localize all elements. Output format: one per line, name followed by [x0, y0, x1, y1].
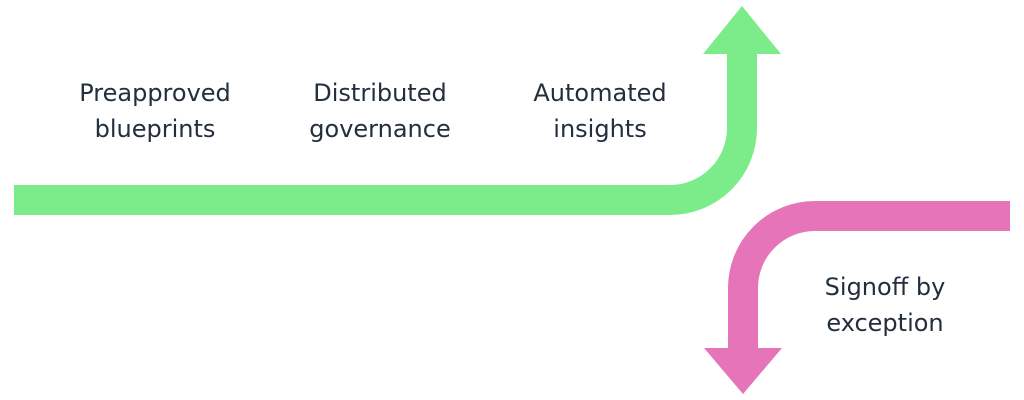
green-arrow	[14, 6, 781, 215]
label-line: exception	[826, 309, 944, 337]
pink-arrow	[704, 201, 1010, 394]
label-line: Signoff by	[824, 273, 946, 301]
label-line: blueprints	[94, 115, 216, 143]
label-automated-insights: Automated insights	[505, 75, 695, 147]
pink-arrow-shaft	[728, 201, 1010, 348]
green-arrowhead	[703, 6, 781, 54]
label-line: Automated	[533, 79, 667, 107]
label-preapproved-blueprints: Preapproved blueprints	[60, 75, 250, 147]
label-line: Preapproved	[79, 79, 231, 107]
green-arrow-shaft	[14, 52, 757, 215]
label-distributed-governance: Distributed governance	[290, 75, 470, 147]
label-line: Distributed	[313, 79, 447, 107]
label-signoff-by-exception: Signoff by exception	[790, 269, 980, 341]
label-line: governance	[309, 115, 451, 143]
pink-arrowhead	[704, 348, 782, 394]
label-line: insights	[553, 115, 647, 143]
